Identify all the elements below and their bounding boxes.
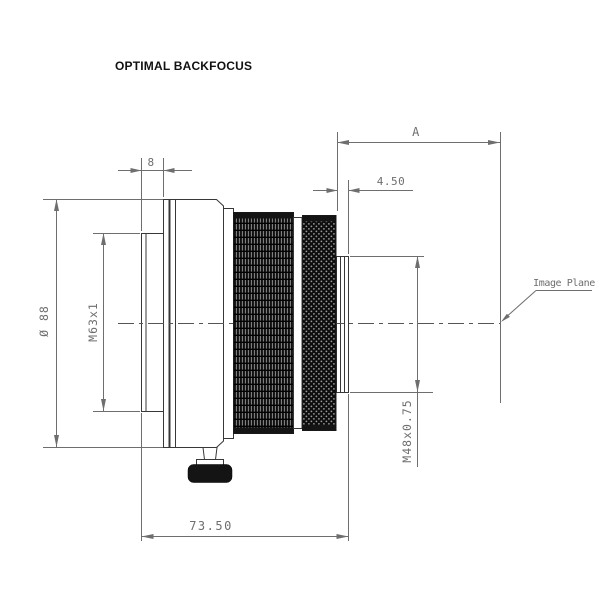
image-plane-label: Image Plane [533, 278, 595, 289]
lock-ring-knurl [302, 215, 337, 431]
lock-ring-bottom-band [302, 424, 336, 431]
dim-label-rear-flange: 4.50 [377, 175, 406, 188]
arrow-m48-top [415, 256, 420, 268]
dim-label-front-protrusion: 8 [147, 156, 154, 169]
arrow-m63-top [101, 233, 106, 245]
arrow-450-right [348, 188, 360, 193]
page-title: OPTIMAL BACKFOCUS [115, 59, 252, 73]
rear-thread-tube [336, 256, 349, 393]
arrow-a-left [337, 140, 349, 145]
dimension-rear-flange: 4.50 [313, 175, 413, 193]
leader-arrow [501, 313, 510, 322]
lock-ring-top-band [302, 215, 336, 222]
front-thread-tube [141, 233, 164, 412]
dim-label-body-length: 73.50 [189, 519, 233, 533]
dimension-outer-diameter: Ø 88 [37, 199, 59, 447]
arrow-m63-bottom [101, 399, 106, 411]
dim-label-backfocus: A [412, 125, 420, 139]
dim-label-rear-thread: M48x0.75 [400, 399, 414, 462]
image-plane-callout: Image Plane [500, 132, 596, 403]
thumbscrew-knob [187, 464, 233, 483]
knurled-rings [233, 212, 337, 434]
focus-ring-top-band [233, 212, 294, 219]
arrow-7350-right [336, 534, 349, 539]
leader-line [503, 290, 537, 320]
arrow-8-right [163, 168, 175, 173]
spacer-ring [293, 217, 303, 429]
dimension-backfocus-a: A [337, 125, 500, 145]
thumbscrew-stem [202, 447, 218, 460]
focus-ring-knurl [233, 212, 294, 434]
arrow-m48-bottom [415, 380, 420, 392]
arrow-450-left [326, 188, 338, 193]
arrow-d88-top [54, 199, 59, 211]
dimension-front-protrusion: 8 [118, 156, 192, 173]
dim-label-front-thread: M63x1 [86, 302, 100, 342]
arrow-7350-left [141, 534, 154, 539]
arrow-8-left [130, 168, 142, 173]
arrow-d88-bottom [54, 435, 59, 447]
focus-ring-bottom-band [233, 427, 294, 434]
dimension-rear-thread: M48x0.75 [400, 256, 420, 467]
arrow-a-right [488, 140, 500, 145]
dimension-front-thread: M63x1 [86, 233, 106, 411]
dimension-body-length: 73.50 [141, 519, 349, 539]
dim-label-outer-diameter: Ø 88 [37, 305, 51, 337]
thumbscrew-cap [196, 459, 224, 466]
